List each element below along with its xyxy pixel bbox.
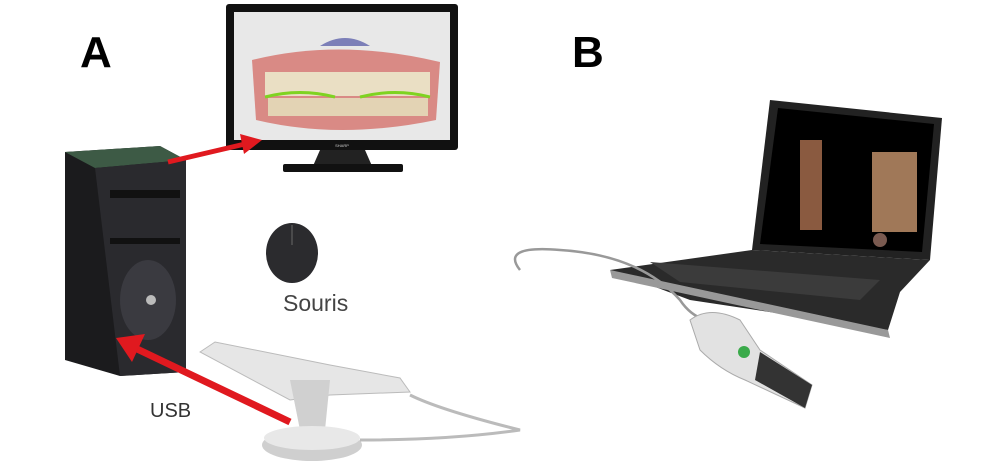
intraoral-scanner-a bbox=[199, 341, 521, 461]
usb-label: USB bbox=[150, 400, 192, 422]
laptop bbox=[610, 100, 942, 338]
panel-label-a: A bbox=[80, 28, 112, 77]
computer-tower bbox=[65, 146, 186, 376]
intraoral-scanner-b bbox=[513, 248, 813, 409]
arrow-scanner-to-tower bbox=[116, 334, 292, 426]
mouse-label: Souris bbox=[283, 290, 349, 316]
monitor: SHARP bbox=[226, 4, 458, 172]
svg-text:SHARP: SHARP bbox=[335, 143, 349, 148]
panel-label-b: B bbox=[572, 28, 604, 77]
arrow-tower-to-monitor bbox=[167, 134, 262, 165]
mouse bbox=[266, 223, 318, 283]
